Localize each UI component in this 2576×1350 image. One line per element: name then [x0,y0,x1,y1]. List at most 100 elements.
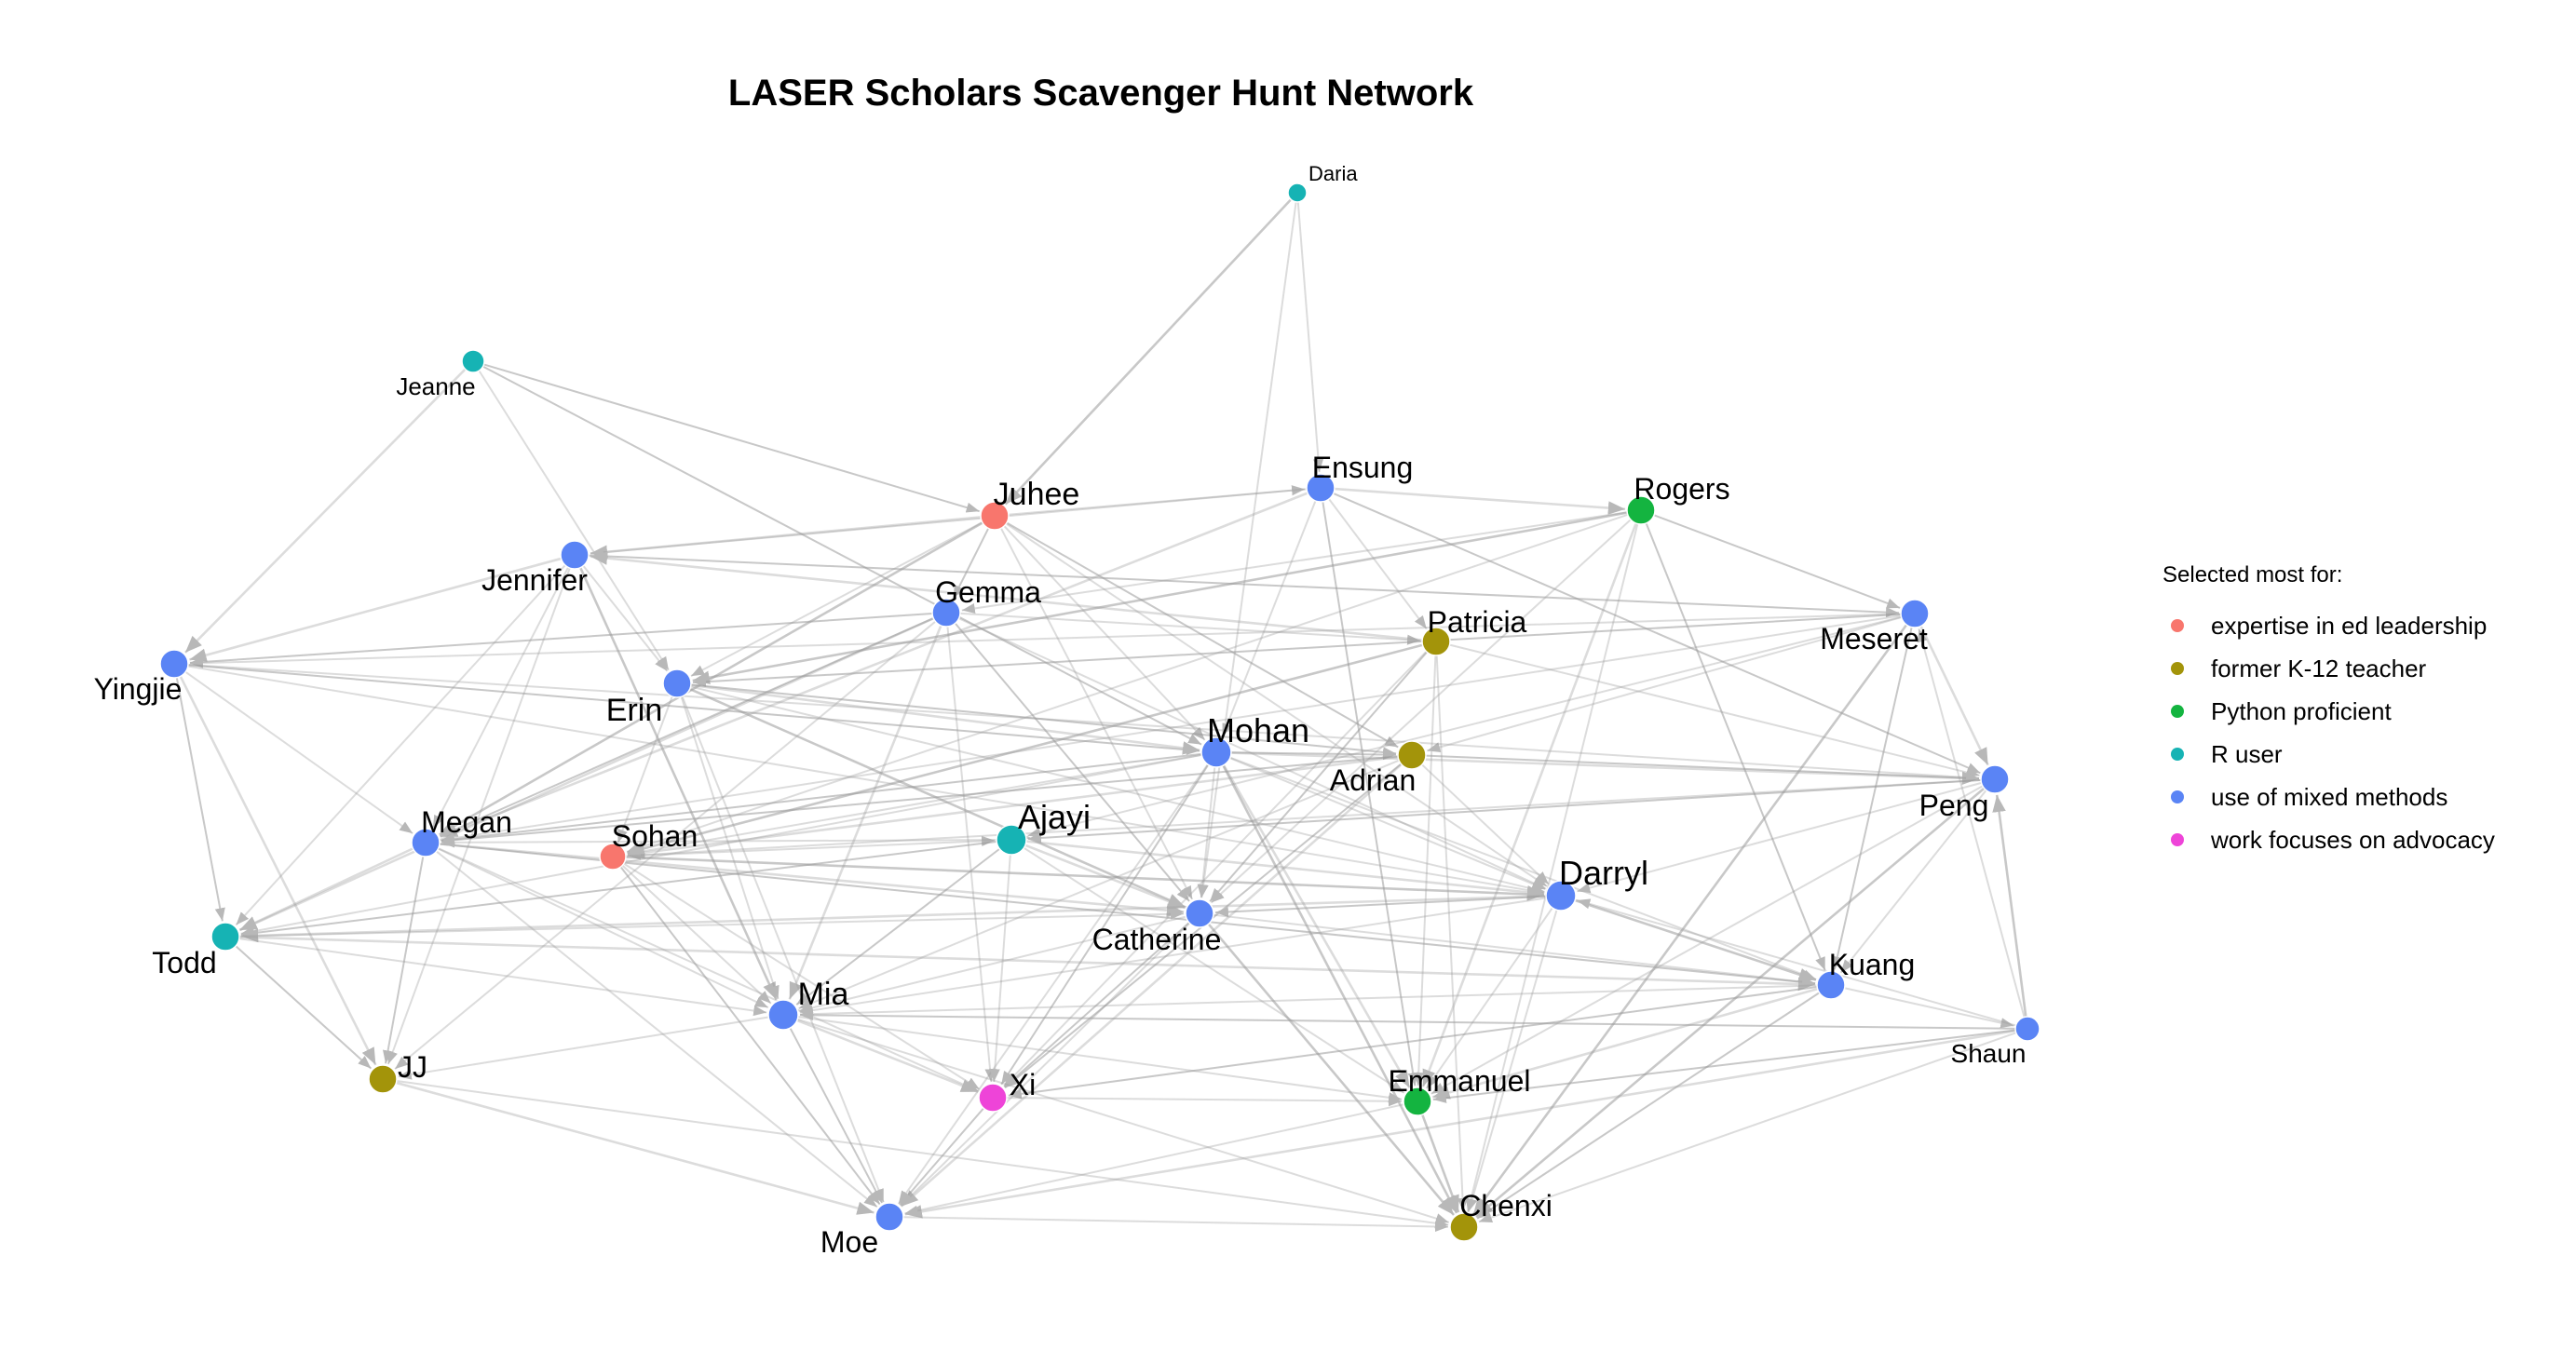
edge-ensung-emmanuel [1322,501,1418,1087]
edge-mohan-chenxi [1222,764,1458,1214]
node-label-peng: Peng [1919,789,1989,822]
edge-ajayi-mia [795,847,1000,1006]
edge-darryl-chenxi [1467,910,1558,1212]
edge-catherine-chenxi [1207,923,1456,1216]
node-kuang [1816,970,1846,1000]
edge-gemma-yingjie [189,612,933,668]
node-label-yingjie: Yingjie [94,672,183,706]
node-darryl [1545,880,1577,911]
edge-jennifer-megan [431,566,569,830]
edge-patricia-jennifer [590,551,1423,641]
node-sohan [599,843,627,871]
edge-mia-moe [789,1027,883,1204]
node-juhee [980,501,1010,531]
edge-rogers-catherine [1210,519,1632,904]
edge-darryl-kuang [1574,898,1817,981]
node-label-moe: Moe [820,1225,878,1259]
node-label-shaun: Shaun [1951,1039,2027,1068]
edge-jennifer-todd [235,564,566,926]
edge-peng-sohan [627,778,1982,860]
edge-juhee-jennifer [590,516,982,559]
edge-yingjie-peng [187,663,1980,783]
edge-rogers-gemma [961,511,1628,614]
node-jennifer [560,540,590,570]
legend-item-r: R user [2171,740,2283,768]
edge-jennifer-yingjie [189,557,562,662]
node-label-sohan: Sohan [612,819,698,853]
legend-title: Selected most for: [2162,562,2342,587]
edge-gemma-todd [238,616,934,932]
edge-shaun-chenxi [1478,1032,2017,1223]
edge-patricia-xi [1003,651,1428,1087]
edge-mohan-moe [897,763,1209,1205]
edge-juhee-gemma [952,527,990,600]
edge-jennifer-meseret [588,554,1900,618]
legend-label-leadership: expertise in ed leadership [2211,612,2487,640]
node-label-rogers: Rogers [1634,472,1729,506]
legend-label-k12: former K-12 teacher [2211,655,2427,682]
node-label-emmanuel: Emmanuel [1389,1064,1531,1098]
edge-kuang-shaun [1844,987,2014,1029]
edge-yingjie-darryl [187,665,1545,897]
edges-layer [175,198,2027,1233]
edge-emmanuel-chenxi [1420,1114,1460,1213]
node-moe [874,1202,904,1232]
edge-shaun-darryl [1577,898,2016,1027]
edge-megan-kuang [439,843,1816,988]
node-label-erin: Erin [606,693,662,728]
edge-todd-jj [235,945,373,1070]
edge-jeanne-mohan [482,365,1202,746]
node-label-jennifer: Jennifer [481,563,588,597]
edge-megan-todd [238,847,414,931]
edge-meseret-megan [441,614,1902,844]
node-label-darryl: Darryl [1559,854,1648,892]
edge-patricia-sohan [627,643,1423,856]
legend-swatch-advocacy [2171,833,2184,846]
edge-todd-mia [238,938,767,1017]
legend-item-k12: former K-12 teacher [2171,655,2427,682]
edge-jennifer-jj [386,567,571,1065]
edge-yingjie-mohan [187,664,1200,755]
edge-jennifer-mia [579,567,778,1001]
edge-adrian-moe [900,763,1403,1208]
edge-mohan-catherine [1197,766,1216,898]
edge-shaun-emmanuel [1432,1029,2016,1103]
edge-daria-juhee [1004,198,1293,506]
edge-juhee-erin [690,521,983,677]
node-label-kuang: Kuang [1829,948,1916,981]
edge-juhee-mohan [1003,525,1206,741]
edge-mohan-todd [240,753,1202,937]
edge-meseret-chenxi [1472,624,1908,1216]
edge-mia-emmanuel [797,1016,1403,1103]
node-label-catherine: Catherine [1092,923,1222,956]
edge-ensung-jennifer [590,488,1308,558]
edge-emmanuel-moe [904,1103,1404,1216]
node-label-megan: Megan [421,805,512,839]
edge-catherine-kuang [1213,913,1816,988]
edge-erin-mohan [690,683,1200,755]
node-label-mohan: Mohan [1207,711,1309,749]
edge-rogers-sohan [626,513,1629,853]
node-label-todd: Todd [152,946,216,979]
node-label-gemma: Gemma [935,575,1041,609]
edge-juhee-adrian [1006,521,1399,749]
edge-adrian-darryl [1421,763,1550,885]
edge-sohan-ajayi [625,835,996,857]
edge-meseret-peng [1919,625,1989,766]
edge-meseret-adrian [1427,616,1902,752]
edge-gemma-mia [788,625,942,1000]
edge-megan-catherine [439,843,1185,918]
edge-kuang-emmanuel [1432,987,1818,1100]
edge-yingjie-todd [175,677,225,922]
edge-kuang-xi [1008,986,1818,1100]
edge-shaun-meseret [1917,628,2026,1018]
node-shaun [2014,1016,2040,1042]
node-todd [210,922,240,952]
edge-shaun-mia [799,1009,2016,1030]
edge-mohan-megan [441,752,1202,845]
edge-catherine-mia [799,915,1186,1013]
legend-swatch-k12 [2171,662,2184,675]
node-label-meseret: Meseret [1820,622,1928,655]
edge-rogers-kuang [1645,522,1826,971]
edge-megan-moe [436,850,878,1208]
